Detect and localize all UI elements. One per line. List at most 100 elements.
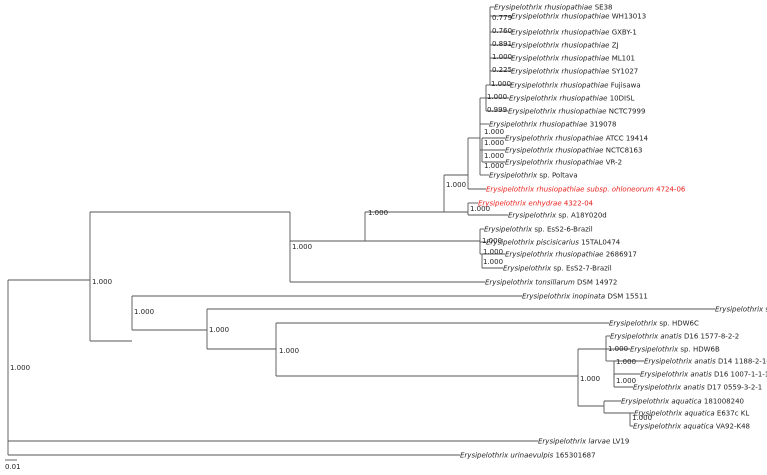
taxon-genus: Erysipelothrix: [633, 423, 682, 431]
taxon-strain: DSM 15511: [605, 293, 648, 301]
support-value-10: 1.000: [487, 93, 507, 101]
taxon-species: sp.: [532, 226, 545, 234]
taxon-genus: Erysipelothrix: [508, 108, 557, 116]
taxon-genus: Erysipelothrix: [511, 68, 560, 76]
support-value-nc: 0.999: [487, 106, 507, 114]
taxon-strain: A18Y020d: [569, 212, 607, 220]
taxon-larvae: Erysipelothrix larvae LV19: [538, 438, 629, 446]
taxon-strain: 4322-04: [562, 200, 594, 208]
taxon-species: rhusiopathiae: [553, 135, 603, 143]
support-value-wh: 0.779: [492, 14, 512, 22]
taxon-genus: Erysipelothrix: [610, 333, 659, 341]
support-value-in: 1.000: [134, 308, 154, 316]
support-value-an2: 1.000: [616, 377, 636, 385]
taxon-species: anatis: [688, 371, 712, 379]
taxon-an1007: Erysipelothrix anatis D16 1007-1-1-1: [640, 371, 767, 379]
taxon-strain: LV19: [610, 438, 629, 446]
support-value-vr1: 1.000: [484, 152, 504, 160]
taxon-aqe637: Erysipelothrix aquatica E637c KL: [634, 410, 749, 418]
taxon-species: urinaevulpis: [508, 452, 553, 460]
support-value-fu: 1.000: [491, 80, 511, 88]
taxon-genus: Erysipelothrix: [511, 55, 560, 63]
support-value-gx: 0.760: [492, 27, 512, 35]
taxon-strain: Poltava: [550, 172, 578, 180]
support-value-pi: 1.000: [482, 237, 502, 245]
taxon-species: sp.: [551, 265, 564, 273]
taxon-hdw6b: Erysipelothrix sp. HDW6B: [630, 346, 720, 354]
support-value-at1: 1.000: [484, 128, 504, 136]
taxon-species: inopinata: [570, 293, 605, 301]
taxon-urina: Erysipelothrix urinaevulpis 165301687: [460, 452, 596, 460]
support-value-oh: 1.000: [446, 181, 466, 189]
taxon-species: sp.: [763, 306, 767, 314]
taxon-genus: Erysipelothrix: [609, 320, 658, 328]
taxon-genus: Erysipelothrix: [503, 265, 552, 273]
taxon-poltava: Erysipelothrix sp. Poltava: [489, 172, 578, 180]
taxon-genus: Erysipelothrix: [484, 226, 533, 234]
taxon-genus: Erysipelothrix: [494, 4, 543, 12]
taxon-species: rhusiopathiae: [559, 29, 609, 37]
taxon-strain: 319078: [587, 121, 616, 129]
taxon-strain: WH13013: [609, 13, 646, 21]
taxon-genus: Erysipelothrix: [509, 95, 558, 103]
taxon-species: sp.: [657, 320, 670, 328]
support-value-clA: 1.000: [92, 278, 112, 286]
support-value-vr2: 1.000: [484, 162, 504, 170]
taxon-nctc7999: Erysipelothrix rhusiopathiae NCTC7999: [508, 108, 645, 116]
support-value-rhu: 1.000: [368, 209, 388, 217]
taxon-species: rhusiopathiae: [553, 159, 603, 167]
taxon-species: aquatica: [681, 423, 714, 431]
taxon-aqva92: Erysipelothrix aquatica VA92-K48: [633, 423, 750, 431]
taxon-species: anatis: [681, 384, 705, 392]
taxon-genus: Erysipelothrix: [715, 306, 764, 314]
taxon-ess26: Erysipelothrix sp. EsS2-6-Brazil: [484, 226, 593, 234]
taxon-genus: Erysipelothrix: [621, 398, 670, 406]
taxon-ess27: Erysipelothrix sp. EsS2-7-Brazil: [503, 265, 612, 273]
taxon-inop: Erysipelothrix inopinata DSM 15511: [522, 293, 648, 301]
taxon-fujisawa: Erysipelothrix rhusiopathiae Fujisawa: [510, 82, 641, 90]
taxon-genus: Erysipelothrix: [505, 135, 554, 143]
taxon-species: rhusiopathiae: [559, 68, 609, 76]
support-value-6c: 1.000: [279, 347, 299, 355]
support-value-at2: 1.000: [484, 139, 504, 147]
taxon-s319078: Erysipelothrix rhusiopathiae 319078: [489, 121, 616, 129]
taxon-genus: Erysipelothrix: [486, 186, 535, 194]
taxon-species: sp.: [556, 212, 569, 220]
taxon-genus: Erysipelothrix: [489, 172, 538, 180]
taxon-genus: Erysipelothrix: [505, 159, 554, 167]
taxon-genus: Erysipelothrix: [511, 42, 560, 50]
taxon-species: sp.: [537, 172, 550, 180]
taxon-genus: Erysipelothrix: [486, 239, 535, 247]
taxon-genus: Erysipelothrix: [630, 346, 679, 354]
taxon-species: rhusiopathiae: [542, 4, 592, 12]
taxon-species: piscisicarius: [534, 239, 579, 247]
support-value-sy: 0.225: [492, 66, 512, 74]
taxon-ml101: Erysipelothrix rhusiopathiae ML101: [511, 55, 635, 63]
taxon-strain: Fujisawa: [608, 82, 640, 90]
support-values: 0.7790.7600.8911.0000.2251.0001.0000.999…: [10, 14, 652, 422]
taxon-atcc19414: Erysipelothrix rhusiopathiae ATCC 19414: [505, 135, 649, 143]
taxon-strain: D16 1007-1-1-1: [712, 371, 767, 379]
taxon-pisci: Erysipelothrix piscisicarius 15TAL0474: [486, 239, 621, 247]
taxon-genus: Erysipelothrix: [644, 358, 693, 366]
tip-labels: Erysipelothrix rhusiopathiae SE38Erysipe…: [460, 4, 767, 460]
taxon-genus: Erysipelothrix: [505, 251, 554, 259]
taxon-aq181: Erysipelothrix aquatica 181008240: [621, 398, 744, 406]
taxon-strain: 2686917: [603, 251, 636, 259]
taxon-hdw6a: Erysipelothrix sp. HDW6A: [715, 306, 767, 314]
taxon-species: anatis: [692, 358, 716, 366]
taxon-species: rhusiopathiae: [553, 147, 603, 155]
taxon-strain: GXBY-1: [609, 29, 636, 37]
taxon-strain: E637c KL: [715, 410, 750, 418]
taxon-species: rhusiopathiae: [537, 121, 587, 129]
taxon-species: rhusiopathiae: [558, 82, 608, 90]
taxon-genus: Erysipelothrix: [508, 212, 557, 220]
taxon-strain: SE38: [592, 4, 612, 12]
support-value-en: 1.000: [470, 205, 490, 213]
taxon-genus: Erysipelothrix: [634, 410, 683, 418]
taxon-t10disl: Erysipelothrix rhusiopathiae 10DISL: [509, 95, 635, 103]
taxon-nctc8163: Erysipelothrix rhusiopathiae NCTC8163: [505, 147, 642, 155]
scale-bar-label: 0.01: [5, 463, 21, 471]
taxon-tons: Erysipelothrix tonsillarum DSM 14972: [485, 279, 617, 287]
